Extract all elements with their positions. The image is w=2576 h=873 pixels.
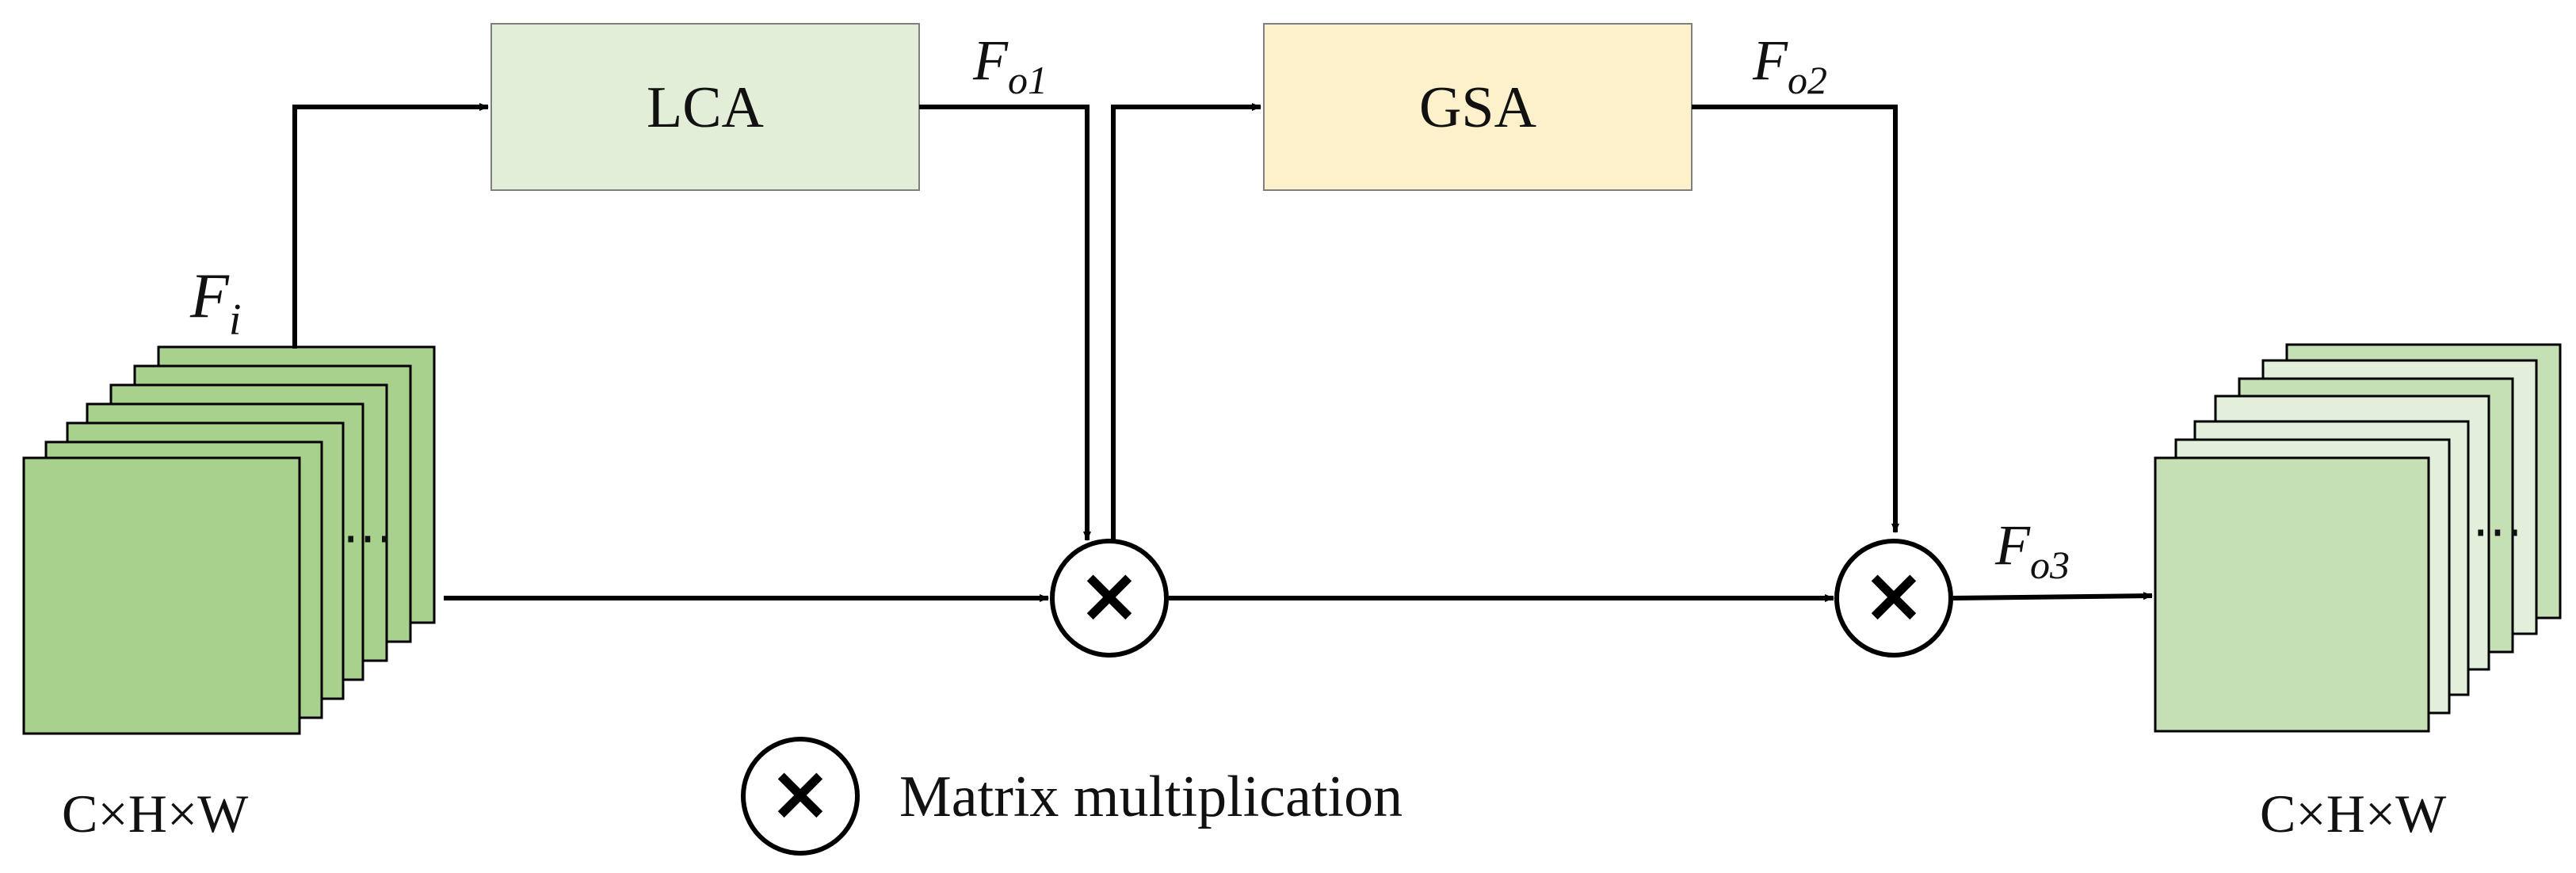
multiply-icon: × xyxy=(1862,551,1925,639)
legend-label: Matrix multiplication xyxy=(899,764,1402,829)
legend-multiply-icon: × xyxy=(769,749,832,837)
gsa-block: GSA xyxy=(1263,23,1693,191)
output-dimensions: C×H×W xyxy=(2260,783,2447,844)
lca-output-label: Fo1 xyxy=(972,29,1048,102)
gsa-label: GSA xyxy=(1419,75,1536,140)
lca-block: LCA xyxy=(490,23,920,191)
output-feature-stack: ⋯ xyxy=(2154,343,2562,733)
connections xyxy=(292,103,2153,602)
matrix-multiply-node-1: × xyxy=(1050,539,1169,658)
output-ellipsis: ⋯ xyxy=(2472,503,2523,559)
input-dimensions: C×H×W xyxy=(62,783,249,844)
matrix-multiply-node-2: × xyxy=(1834,539,1953,658)
input-ellipsis: ⋯ xyxy=(342,509,393,566)
input-feature-stack: ⋯ xyxy=(22,345,436,735)
legend: × Matrix multiplication xyxy=(741,737,1402,856)
multiply-icon: × xyxy=(1078,551,1141,639)
gsa-output-label: Fo2 xyxy=(1752,29,1827,102)
input-signal-label: Fi xyxy=(189,261,241,345)
lca-label: LCA xyxy=(647,75,764,140)
final-output-label: Fo3 xyxy=(1994,513,2070,587)
